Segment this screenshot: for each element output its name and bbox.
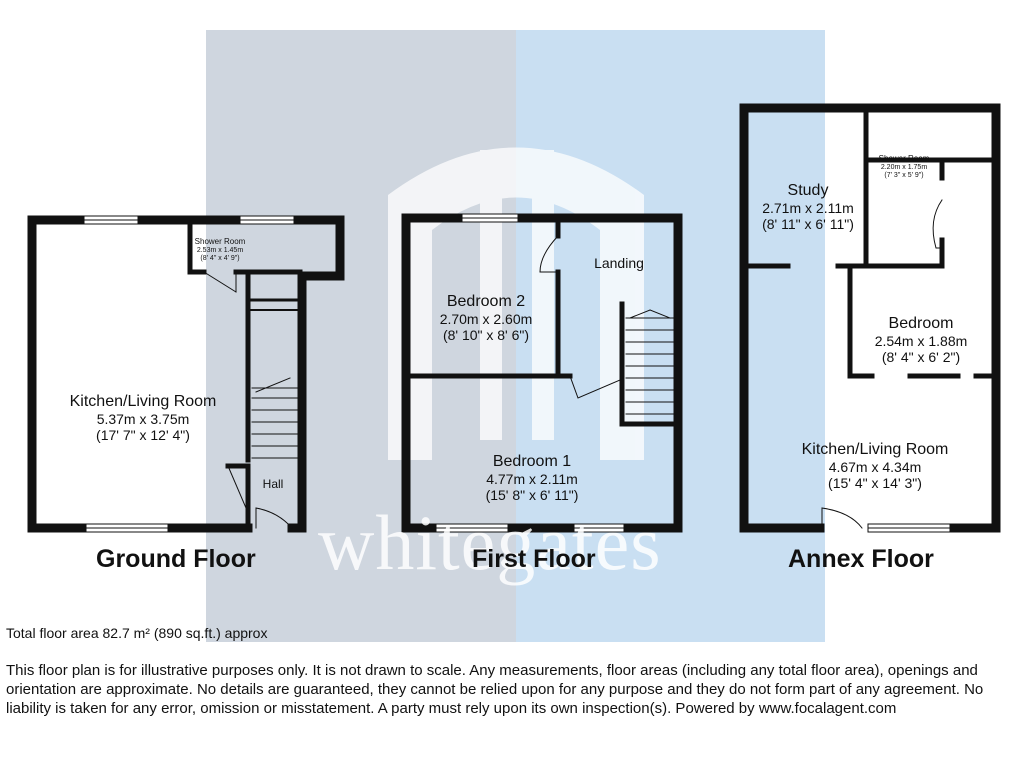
ground-floor-stairs [251, 377, 299, 459]
room-imperial: (7' 3" x 5' 9") [884, 172, 924, 179]
disclaimer-text: This floor plan is for illustrative purp… [6, 662, 984, 717]
room-name: Bedroom 2 [446, 293, 526, 310]
room-imperial: (15' 4" x 14' 3") [828, 475, 922, 491]
room-metric: 5.37m x 3.75m [96, 411, 190, 427]
room-name: Bedroom 1 [492, 453, 572, 470]
ground-floor-walls [27, 215, 345, 533]
room-label-hall: Hall [254, 476, 292, 492]
room-label-bedroom-1: Bedroom 1 4.77m x 2.11m (15' 8" x 6' 11"… [462, 452, 602, 503]
room-metric: 2.71m x 2.11m [762, 200, 854, 216]
room-imperial: (8' 4" x 4' 9") [200, 255, 240, 262]
room-name: Kitchen/Living Room [69, 393, 217, 410]
room-metric: 2.53m x 1.45m [196, 247, 244, 254]
room-name: Shower Room [194, 237, 246, 246]
room-label-kitchen-living-room: Kitchen/Living Room 5.37m x 3.75m (17' 7… [55, 392, 231, 443]
room-name: Shower Room [878, 154, 930, 163]
annex-floor-title: Annex Floor [788, 545, 934, 573]
background-panel-blue [516, 30, 825, 642]
room-name: Kitchen/Living Room [801, 441, 949, 458]
room-metric: 4.77m x 2.11m [486, 471, 578, 487]
room-label-annex-bedroom: Bedroom 2.54m x 1.88m (8' 4" x 6' 2") [862, 314, 980, 365]
room-metric: 2.54m x 1.88m [874, 333, 968, 349]
watermark-text: whitegates [318, 499, 662, 586]
annex-floor-walls [739, 103, 1001, 533]
background-panel-grey [206, 30, 516, 642]
windows [83, 213, 951, 533]
room-metric: 2.20m x 1.75m [880, 164, 928, 171]
room-label-annex-kitchen-living-room: Kitchen/Living Room 4.67m x 4.34m (15' 4… [784, 440, 966, 491]
annex-floor-doors [821, 199, 943, 529]
room-imperial: (8' 10" x 8' 6") [442, 327, 530, 343]
room-name: Bedroom [888, 315, 954, 332]
total-floor-area: Total floor area 82.7 m² (890 sq.ft.) ap… [6, 625, 268, 641]
room-label-annex-shower-room: Shower Room 2.20m x 1.75m (7' 3" x 5' 9"… [872, 154, 936, 180]
room-imperial: (8' 11" x 6' 11") [762, 216, 854, 232]
room-name: Study [787, 182, 829, 199]
first-floor-walls [401, 213, 683, 533]
room-label-landing: Landing [586, 255, 652, 271]
room-name: Landing [594, 255, 644, 271]
room-imperial: (8' 4" x 6' 2") [881, 349, 961, 365]
first-floor-stairs [625, 309, 675, 415]
room-label-bedroom-2: Bedroom 2 2.70m x 2.60m (8' 10" x 8' 6") [418, 292, 554, 343]
room-label-shower-room: Shower Room 2.53m x 1.45m (8' 4" x 4' 9"… [194, 237, 246, 263]
room-imperial: (17' 7" x 12' 4") [96, 427, 190, 443]
room-label-study: Study 2.71m x 2.11m (8' 11" x 6' 11") [752, 181, 864, 232]
room-metric: 2.70m x 2.60m [439, 311, 533, 327]
ground-floor-doors [203, 271, 293, 529]
first-floor-title: First Floor [472, 545, 596, 573]
room-imperial: (15' 8" x 6' 11") [485, 487, 579, 503]
first-floor-doors [539, 235, 621, 399]
room-metric: 4.67m x 4.34m [828, 459, 922, 475]
ground-floor-title: Ground Floor [96, 545, 256, 573]
room-name: Hall [262, 477, 284, 491]
